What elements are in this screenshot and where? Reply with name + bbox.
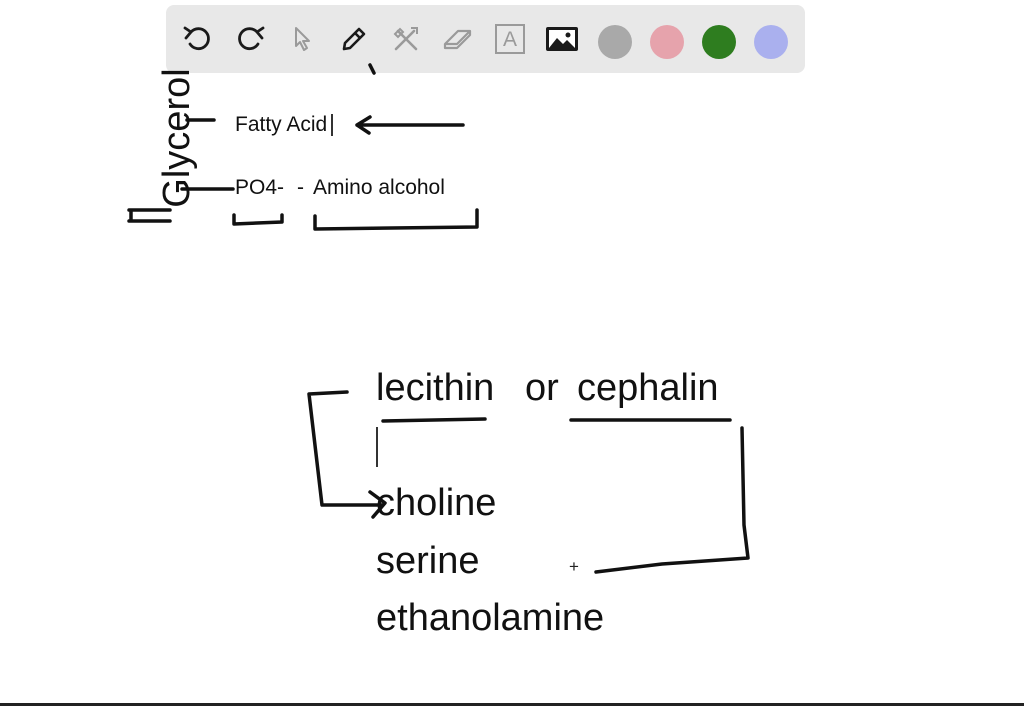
crosshair-cursor: + <box>569 557 579 576</box>
drawing-toolbar: A <box>166 5 805 73</box>
color-swatch-pink[interactable] <box>650 25 684 59</box>
fatty-acid-text: Fatty Acid <box>235 113 328 136</box>
choline-text: choline <box>376 482 497 524</box>
serine-text: serine <box>376 540 480 582</box>
text-tool-button[interactable]: A <box>492 21 528 57</box>
text-caret-large <box>376 427 378 467</box>
image-icon <box>546 27 578 51</box>
stroke-lecithin-underline <box>381 417 487 423</box>
undo-icon <box>183 26 210 51</box>
color-swatch-lavender[interactable] <box>754 25 788 59</box>
phosphate-text: PO4- <box>235 176 285 199</box>
select-tool-button[interactable] <box>284 21 320 57</box>
stroke-fatty-acid-arrow <box>355 115 465 135</box>
image-tool-button[interactable] <box>544 21 580 57</box>
eraser-icon <box>443 29 472 50</box>
crossed-tools-icon <box>393 27 418 51</box>
stroke-cephalin-bracket <box>594 426 750 574</box>
redo-button[interactable] <box>232 21 268 57</box>
ethanolamine-text: ethanolamine <box>376 597 605 639</box>
redo-icon <box>238 26 265 51</box>
text-box-icon: A <box>495 24 525 54</box>
cephalin-text: cephalin <box>577 367 719 409</box>
stroke-phosphate-bracket <box>232 213 284 226</box>
stroke-choline-arrow <box>307 390 387 519</box>
tools-button[interactable] <box>388 21 424 57</box>
undo-button[interactable] <box>180 21 216 57</box>
cursor-arrow-icon <box>295 27 310 51</box>
pen-tool-button[interactable] <box>336 21 372 57</box>
stroke-top-mark <box>368 63 376 75</box>
stroke-amino-alcohol-bracket <box>313 208 479 231</box>
bottom-border <box>0 703 1024 706</box>
color-swatch-green[interactable] <box>702 25 736 59</box>
text-caret-small <box>331 114 333 136</box>
amino-alcohol-text: Amino alcohol <box>313 176 445 199</box>
or-text: or <box>525 367 559 409</box>
dash-text: - <box>297 176 304 199</box>
color-swatch-gray[interactable] <box>598 25 632 59</box>
glycerol-label: Glycerol <box>156 68 198 208</box>
pencil-icon <box>342 27 366 51</box>
stroke-glycerol-bracket <box>127 208 172 223</box>
lecithin-text: lecithin <box>376 367 495 409</box>
eraser-tool-button[interactable] <box>440 21 476 57</box>
